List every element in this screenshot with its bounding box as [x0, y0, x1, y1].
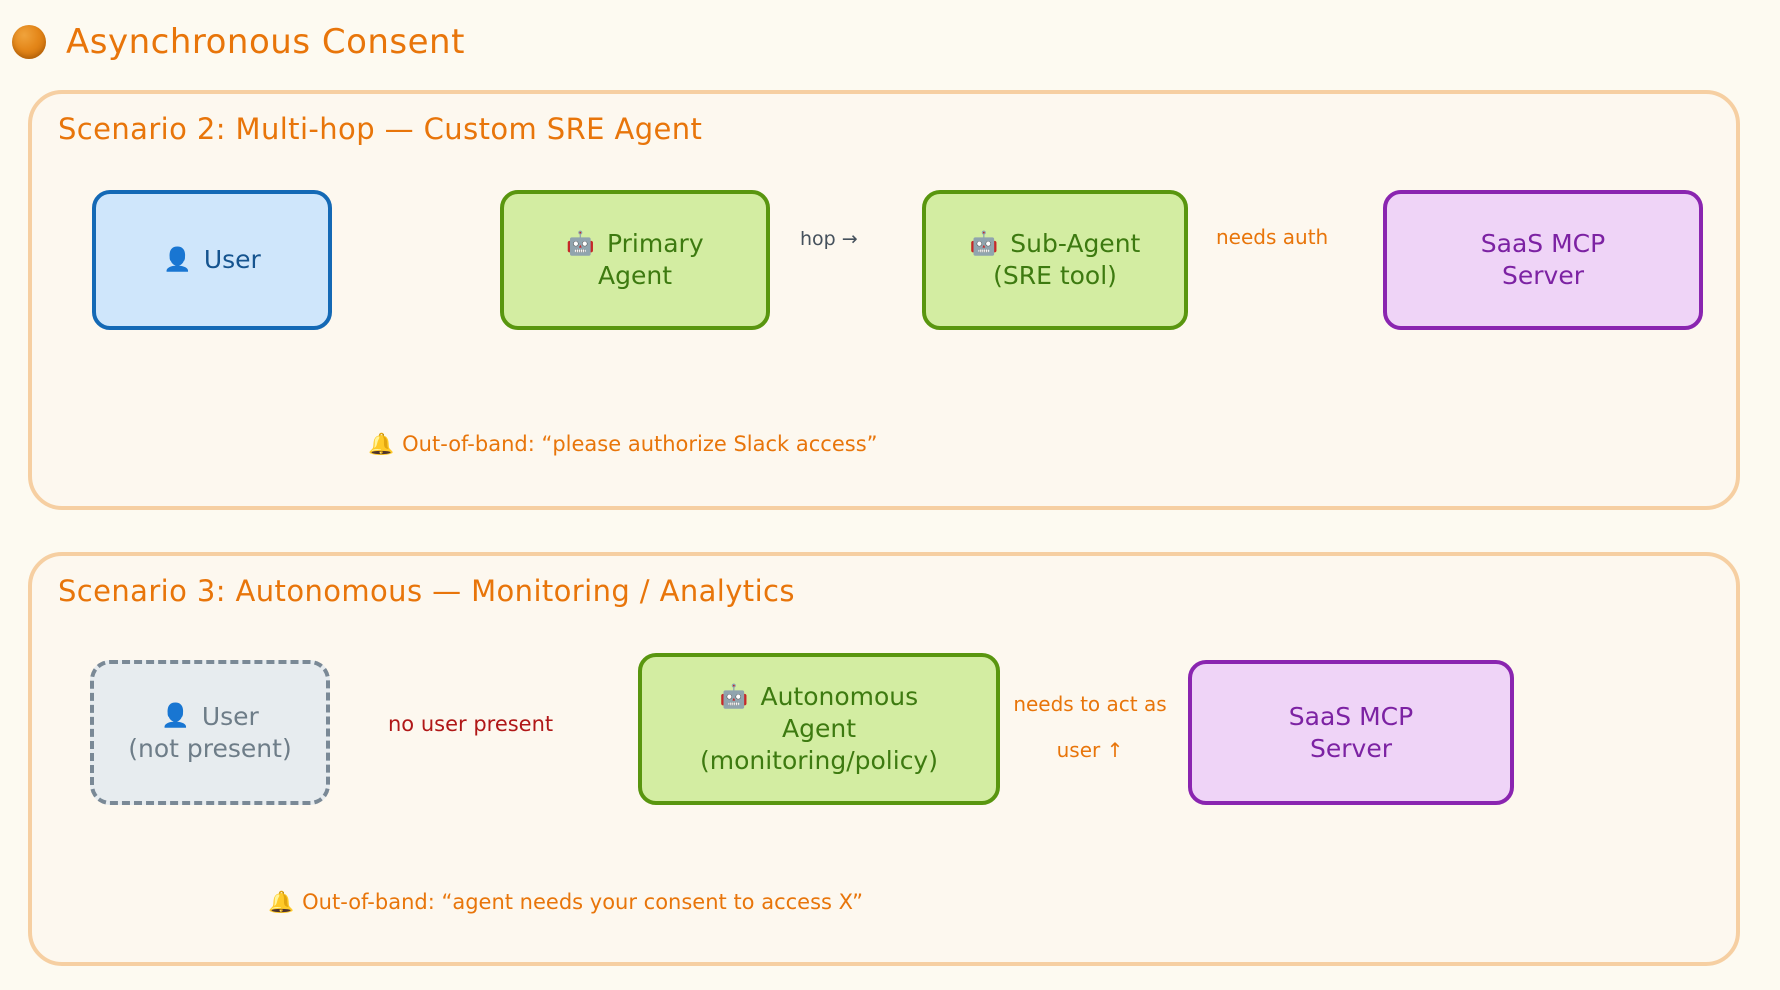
- node-primary-agent-label-2: Agent: [598, 261, 672, 290]
- node-autonomous-agent-label-3: (monitoring/policy): [699, 746, 938, 775]
- node-sub-agent-label-2: (SRE tool): [993, 261, 1117, 290]
- node-user-label: User: [203, 245, 261, 274]
- edge-label-out-of-band-slack-text: Out-of-band: “please authorize Slack acc…: [402, 432, 878, 456]
- node-mcp-label-1: SaaS MCP: [1480, 229, 1606, 258]
- node-mcp-label-2: Server: [1502, 261, 1584, 290]
- page-title: Asynchronous Consent: [66, 22, 465, 62]
- node-user[interactable]: 👤 User: [92, 190, 332, 330]
- edge-label-act-as-top: needs to act as: [1013, 692, 1167, 716]
- robot-icon: 🤖: [566, 230, 596, 257]
- node-user-not-present[interactable]: 👤 User (not present): [90, 660, 330, 805]
- node-primary-agent[interactable]: 🤖 Primary Agent: [500, 190, 770, 330]
- bell-icon: 🔔: [368, 432, 395, 456]
- scenario-2-title: Scenario 2: Multi-hop — Custom SRE Agent: [58, 112, 703, 146]
- bell-icon: 🔔: [268, 890, 295, 914]
- edge-label-out-of-band-slack: 🔔 Out-of-band: “please authorize Slack a…: [368, 432, 878, 457]
- user-icon: 👤: [161, 703, 190, 729]
- node-sub-agent-label-1: Sub-Agent: [1010, 229, 1141, 258]
- edge-label-hop: hop →: [800, 228, 858, 250]
- orange-dot-icon: [12, 25, 46, 59]
- robot-icon: 🤖: [969, 230, 999, 257]
- node-saas-mcp-server[interactable]: SaaS MCP Server: [1383, 190, 1703, 330]
- edge-label-out-of-band-consent: 🔔 Out-of-band: “agent needs your consent…: [268, 890, 863, 915]
- page-title-row: Asynchronous Consent: [12, 16, 465, 68]
- edge-label-needs-auth: needs auth: [1216, 225, 1329, 249]
- node-autonomous-agent[interactable]: 🤖 Autonomous Agent (monitoring/policy): [638, 653, 1000, 805]
- user-icon: 👤: [163, 246, 192, 273]
- node-autonomous-agent-label-1: Autonomous: [760, 682, 919, 711]
- edge-label-no-user-present: no user present: [388, 712, 554, 736]
- node-primary-agent-label-1: Primary: [607, 229, 704, 258]
- node-mcp3-label-1: SaaS MCP: [1288, 701, 1414, 731]
- edge-label-act-as-bottom: user ↑: [1056, 738, 1124, 762]
- scenario-3-title: Scenario 3: Autonomous — Monitoring / An…: [58, 574, 795, 608]
- node-user-not-present-label-2: (not present): [128, 733, 292, 763]
- node-saas-mcp-server-3[interactable]: SaaS MCP Server: [1188, 660, 1514, 805]
- node-sub-agent[interactable]: 🤖 Sub-Agent (SRE tool): [922, 190, 1188, 330]
- robot-icon: 🤖: [719, 683, 749, 710]
- node-user-not-present-label-1: User: [201, 701, 259, 731]
- edge-label-out-of-band-consent-text: Out-of-band: “agent needs your consent t…: [302, 890, 864, 914]
- node-autonomous-agent-label-2: Agent: [782, 714, 856, 743]
- edge-label-needs-to-act-as-user: needs to act as user ↑: [1000, 692, 1180, 762]
- node-mcp3-label-2: Server: [1310, 733, 1392, 763]
